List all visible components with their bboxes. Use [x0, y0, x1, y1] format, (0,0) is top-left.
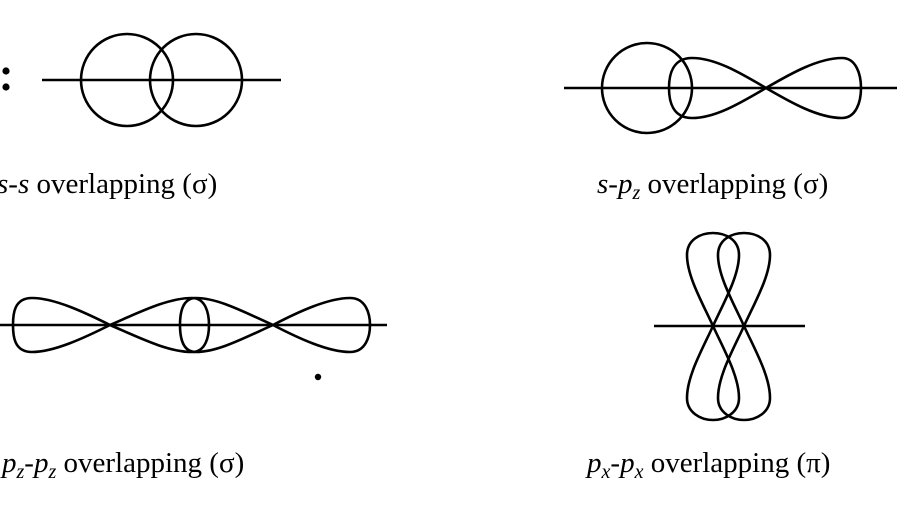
caption-pz-pz-sep: - — [24, 447, 34, 479]
caption-px-px-a-sub: x — [601, 461, 611, 483]
caption-s-s-rest: overlapping (σ) — [29, 168, 218, 200]
s-orbital — [600, 41, 694, 135]
caption-s-pz-b-sub: z — [632, 182, 641, 204]
caption-px-px-sep: - — [610, 447, 621, 479]
caption-s-s-sep: - — [8, 168, 18, 200]
pz-orbital-right — [178, 296, 372, 354]
px-orbital-right — [716, 231, 772, 422]
caption-px-px-b: p — [620, 447, 635, 479]
caption-s-s: s-s overlapping (σ) — [0, 168, 217, 200]
caption-s-pz: s-pz overlapping (σ) — [597, 168, 829, 204]
caption-px-px-a: p — [587, 447, 602, 479]
pz-pz-overlap-figure — [0, 296, 387, 354]
caption-pz-pz-a-sub: z — [16, 461, 25, 483]
caption-pz-pz-b-sub: z — [48, 461, 57, 483]
caption-pz-pz: pz-pz overlapping (σ) — [2, 447, 245, 483]
caption-s-pz-a: s — [597, 168, 609, 200]
caption-px-px-rest: overlapping (π) — [643, 447, 831, 479]
px-px-overlap-figure — [654, 231, 805, 422]
caption-pz-pz-rest: overlapping (σ) — [56, 447, 245, 479]
caption-pz-pz-b: p — [33, 447, 49, 479]
s-pz-overlap-figure — [564, 41, 897, 135]
caption-px-px-b-sub: x — [634, 461, 644, 483]
caption-s-pz-b: p — [617, 168, 633, 200]
px-orbital-left — [685, 231, 741, 422]
caption-px-px: px-px overlapping (π) — [587, 447, 831, 483]
stray-dot — [314, 373, 322, 381]
s-orbital-right — [148, 32, 244, 128]
caption-s-s-b: s — [17, 168, 30, 200]
caption-s-pz-sep: - — [608, 168, 618, 200]
s-s-overlap-figure — [42, 32, 281, 128]
caption-s-pz-rest: overlapping (σ) — [640, 168, 829, 200]
caption-pz-pz-a: p — [2, 447, 17, 479]
caption-s-s-a: s — [0, 168, 8, 200]
pz-orbital — [667, 56, 863, 120]
s-orbital-left — [79, 32, 175, 128]
stray-colon — [2, 67, 10, 91]
pz-orbital-left — [11, 296, 211, 354]
